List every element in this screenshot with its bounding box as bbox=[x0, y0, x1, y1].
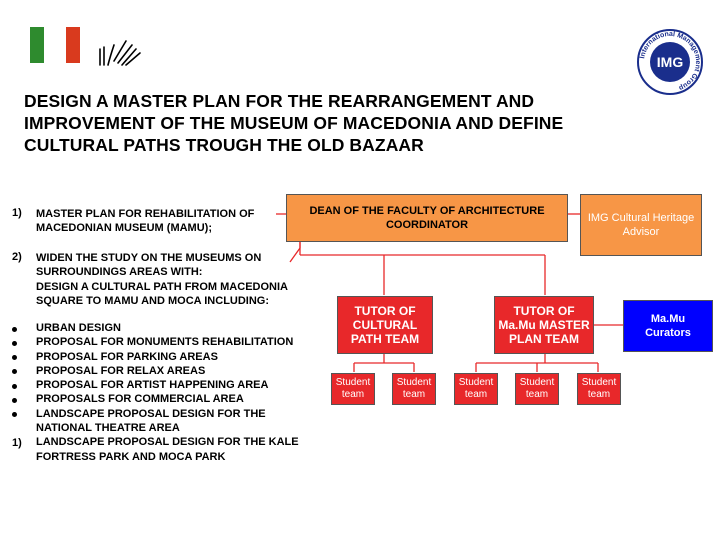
item-1-text: MASTER PLAN FOR REHABILITATION OF MACEDO… bbox=[36, 208, 255, 235]
page-title: DESIGN A MASTER PLAN FOR THE REARRANGEME… bbox=[24, 90, 664, 156]
mamu-curators-box: Ma.Mu Curators bbox=[623, 300, 713, 352]
list-item: FORTRESS PARK AND MOCA PARK bbox=[36, 450, 226, 463]
list-item: PROPOSAL FOR PARKING AREAS bbox=[36, 350, 218, 363]
list-item: PROPOSAL FOR ARTIST HAPPENING AREA bbox=[36, 379, 269, 392]
bullet-icon bbox=[12, 412, 17, 417]
item-2-number: 2) bbox=[12, 251, 22, 263]
title-line-3: CULTURAL PATHS TROUGH THE OLD BAZAAR bbox=[24, 135, 424, 155]
italy-flag-logo bbox=[30, 27, 150, 67]
img-logo-text: IMG bbox=[657, 54, 684, 70]
bullet-list: URBAN DESIGN PROPOSAL FOR MONUMENTS REHA… bbox=[36, 321, 299, 464]
flag-green-bar bbox=[30, 27, 44, 63]
bullet-icon bbox=[12, 327, 17, 332]
list-item: URBAN DESIGN bbox=[36, 322, 121, 334]
list-item: PROPOSAL FOR MONUMENTS REHABILITATION bbox=[36, 336, 294, 349]
bullet-icon bbox=[12, 398, 17, 403]
list-item: PROPOSALS FOR COMMERCIAL AREA bbox=[36, 393, 244, 406]
title-line-2: IMPROVEMENT OF THE MUSEUM OF MACEDONIA A… bbox=[24, 113, 564, 133]
list-item: PROPOSAL FOR RELAX AREAS bbox=[36, 364, 206, 377]
item-1-number: 1) bbox=[12, 207, 22, 219]
list-item: LANDSCAPE PROPOSAL DESIGN FOR THE KALE bbox=[36, 436, 299, 449]
bullet-icon bbox=[12, 341, 17, 346]
item-3-number: 1) bbox=[12, 437, 22, 449]
student-team-box: Student team bbox=[392, 373, 436, 405]
img-logo: International Management Group IMG bbox=[636, 28, 704, 96]
list-item: NATIONAL THEATRE AREA bbox=[36, 422, 180, 435]
bullet-icon bbox=[12, 369, 17, 374]
item-2-text: WIDEN THE STUDY ON THE MUSEUMS ON SURROU… bbox=[36, 252, 288, 307]
bullet-icon bbox=[12, 384, 17, 389]
flag-red-bar bbox=[66, 27, 80, 63]
student-team-box: Student team bbox=[577, 373, 621, 405]
img-advisor-box: IMG Cultural Heritage Advisor bbox=[580, 194, 702, 256]
student-team-box: Student team bbox=[331, 373, 375, 405]
student-team-box: Student team bbox=[454, 373, 498, 405]
bullet-icon bbox=[12, 355, 17, 360]
list-item: LANDSCAPE PROPOSAL DESIGN FOR THE bbox=[36, 407, 266, 420]
tutor-mamu-box: TUTOR OF Ma.Mu MASTER PLAN TEAM bbox=[494, 296, 594, 354]
dean-coordinator-box: DEAN OF THE FACULTY OF ARCHITECTURE COOR… bbox=[286, 194, 568, 242]
student-team-box: Student team bbox=[515, 373, 559, 405]
hand-icon bbox=[99, 40, 141, 66]
tutor-cultural-path-box: TUTOR OF CULTURAL PATH TEAM bbox=[337, 296, 433, 354]
title-line-1: DESIGN A MASTER PLAN FOR THE REARRANGEME… bbox=[24, 91, 535, 111]
